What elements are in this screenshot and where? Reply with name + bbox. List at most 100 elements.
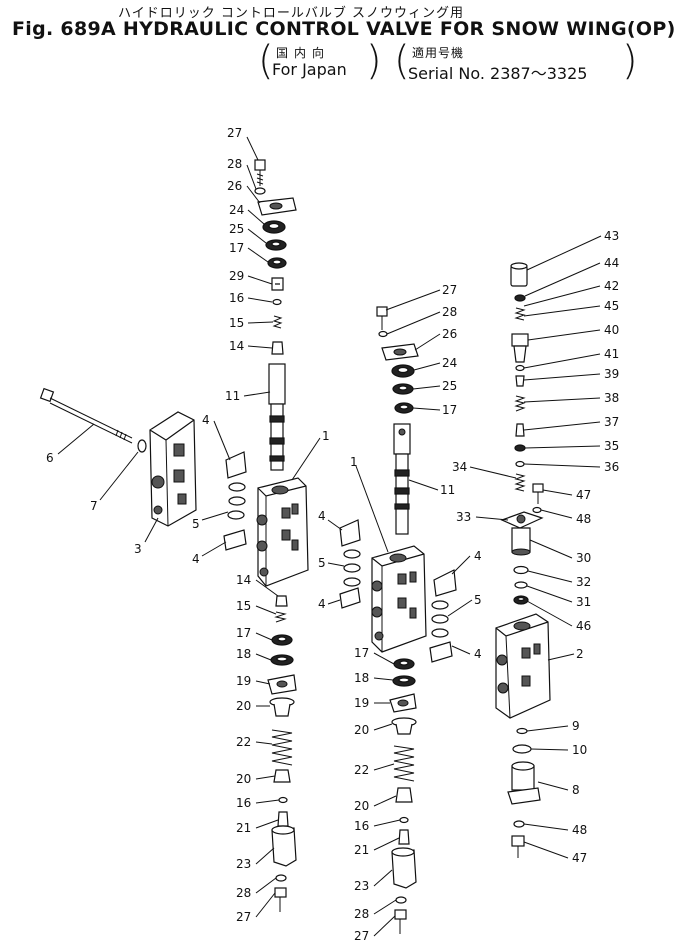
spool-part	[393, 423, 411, 535]
callout-label: 2	[576, 647, 584, 661]
callout-label: 28	[227, 157, 242, 171]
callout-label: 4	[474, 647, 482, 661]
seal-ring-part	[262, 220, 286, 234]
callout-label: 20	[354, 799, 369, 813]
flange-plate-part	[381, 343, 419, 361]
paren-open-icon: (	[258, 38, 274, 84]
callout-label: 18	[236, 647, 251, 661]
seal-ring-part	[392, 675, 416, 687]
poppet-part	[271, 341, 284, 355]
flange-plate-part	[257, 197, 297, 216]
callout-label: 47	[576, 488, 591, 502]
seal-part	[393, 658, 415, 670]
callout-label: 29	[229, 269, 244, 283]
callout-label: 28	[236, 886, 251, 900]
callout-label: 4	[318, 597, 326, 611]
callout-label: 5	[318, 556, 326, 570]
title-japanese: ハイドロリック コントロールバルブ スノウウィング用	[118, 6, 465, 21]
callout-label: 48	[572, 823, 587, 837]
callout-label: 28	[442, 305, 457, 319]
leader-lines	[57, 136, 602, 937]
callout-label: 30	[576, 551, 591, 565]
callout-label: 1	[322, 429, 330, 443]
callout-label: 17	[354, 646, 369, 660]
callout-label: 39	[604, 367, 619, 381]
seal-part	[513, 595, 529, 605]
seal-part	[394, 402, 414, 414]
callout-label: 6	[46, 451, 54, 465]
seal-ring-part	[391, 364, 415, 378]
o-ring-part	[431, 614, 449, 624]
o-ring-part	[431, 600, 449, 610]
callout-label: 35	[604, 439, 619, 453]
o-ring-part	[514, 581, 528, 589]
plug-part	[271, 277, 284, 291]
callout-label: 33	[456, 510, 471, 524]
callout-label: 21	[236, 821, 251, 835]
callout-label: 26	[442, 327, 457, 341]
bolt-part	[532, 483, 544, 504]
callout-label: 17	[229, 241, 244, 255]
spring-seat-part	[391, 717, 417, 735]
paren-close-icon: )	[366, 38, 382, 84]
o-ring-part	[516, 727, 528, 735]
callout-label: 20	[236, 772, 251, 786]
washer-part	[395, 896, 407, 904]
cap-part	[271, 825, 297, 867]
callout-label: 44	[604, 256, 619, 270]
bolt-part	[274, 887, 287, 912]
packing-part	[392, 383, 414, 395]
callout-label: 42	[604, 279, 619, 293]
callout-label: 17	[442, 403, 457, 417]
callout-label: 43	[604, 229, 619, 243]
callout-label: 20	[354, 723, 369, 737]
o-ring-part	[515, 364, 525, 372]
relief-valve-part	[500, 511, 544, 556]
callout-label: 37	[604, 415, 619, 429]
figure-header: ハイドロリック コントロールバルブ スノウウィング用 Fig. 689A HYD…	[0, 0, 675, 90]
spring-seat-part	[273, 769, 291, 783]
washer-part	[254, 187, 266, 195]
callout-label: 47	[572, 851, 587, 865]
callout-label: 20	[236, 699, 251, 713]
callout-label: 22	[354, 763, 369, 777]
callout-label: 19	[236, 674, 251, 688]
serial-japanese: 適用号機	[412, 46, 465, 60]
callout-label: 7	[90, 499, 98, 513]
callout-label: 11	[440, 483, 455, 497]
o-ring-part	[399, 816, 409, 824]
washer-part	[275, 874, 287, 882]
end-cover-part	[149, 411, 197, 527]
washer-part	[513, 820, 525, 828]
gasket-part	[223, 529, 247, 551]
callout-label: 3	[134, 542, 142, 556]
callout-label: 31	[576, 595, 591, 609]
callout-label: 25	[229, 222, 244, 236]
callout-label: 34	[452, 460, 467, 474]
callout-label: 40	[604, 323, 619, 337]
o-ring-part	[343, 549, 361, 559]
plug-cover-part	[507, 761, 541, 805]
callout-label: 10	[572, 743, 587, 757]
callout-label: 4	[192, 552, 200, 566]
spring-part	[514, 395, 526, 412]
callout-label: 15	[236, 599, 251, 613]
o-ring-part	[228, 496, 246, 506]
callout-label: 27	[227, 126, 242, 140]
washer-part	[532, 506, 542, 514]
callout-label: 18	[354, 671, 369, 685]
paren-close-icon: )	[622, 38, 638, 84]
callout-label: 24	[229, 203, 244, 217]
spring-part	[274, 611, 287, 623]
callout-label: 27	[236, 910, 251, 924]
callout-label: 1	[350, 455, 358, 469]
washer-part	[378, 330, 388, 338]
callout-label: 27	[442, 283, 457, 297]
o-ring-part	[227, 510, 245, 520]
o-ring-part	[228, 482, 246, 492]
seal-ring-part	[270, 654, 294, 666]
o-ring-part	[343, 577, 361, 587]
spring-seat-part	[395, 787, 413, 803]
spring-part	[271, 729, 293, 766]
bolt-part	[254, 159, 266, 186]
